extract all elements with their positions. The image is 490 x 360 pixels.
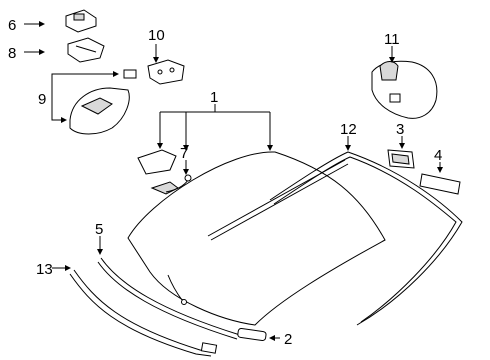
- callout-9: 9: [38, 91, 46, 108]
- mirror-11: [371, 60, 438, 119]
- callout-labels: 6 8 10 9 1 7 11 12 3 4 5 13 2: [8, 17, 442, 348]
- callout-2: 2: [284, 331, 292, 348]
- callout-11: 11: [384, 31, 400, 48]
- clip-8: [67, 37, 105, 63]
- molding-13: [69, 269, 218, 357]
- callout-13: 13: [36, 261, 53, 278]
- sensor-bracket-7: [137, 149, 192, 195]
- callout-5: 5: [95, 221, 103, 238]
- bracket-10: [147, 59, 185, 85]
- callout-12: 12: [340, 121, 357, 138]
- leader-lines: [24, 21, 443, 341]
- pad-4: [419, 173, 461, 195]
- callout-6: 6: [8, 17, 16, 34]
- callout-8: 8: [8, 45, 16, 62]
- windshield-glass: [127, 151, 386, 326]
- clip-2: [237, 327, 267, 342]
- cover-9: [69, 69, 137, 135]
- strip-5: [97, 257, 241, 340]
- sensor-3: [387, 149, 415, 169]
- callout-3: 3: [396, 121, 404, 138]
- callout-7: 7: [180, 145, 188, 162]
- callout-4: 4: [434, 147, 442, 164]
- housing-6: [65, 9, 97, 33]
- callout-1: 1: [210, 89, 218, 106]
- molding-12: [269, 151, 463, 326]
- callout-10: 10: [148, 27, 165, 44]
